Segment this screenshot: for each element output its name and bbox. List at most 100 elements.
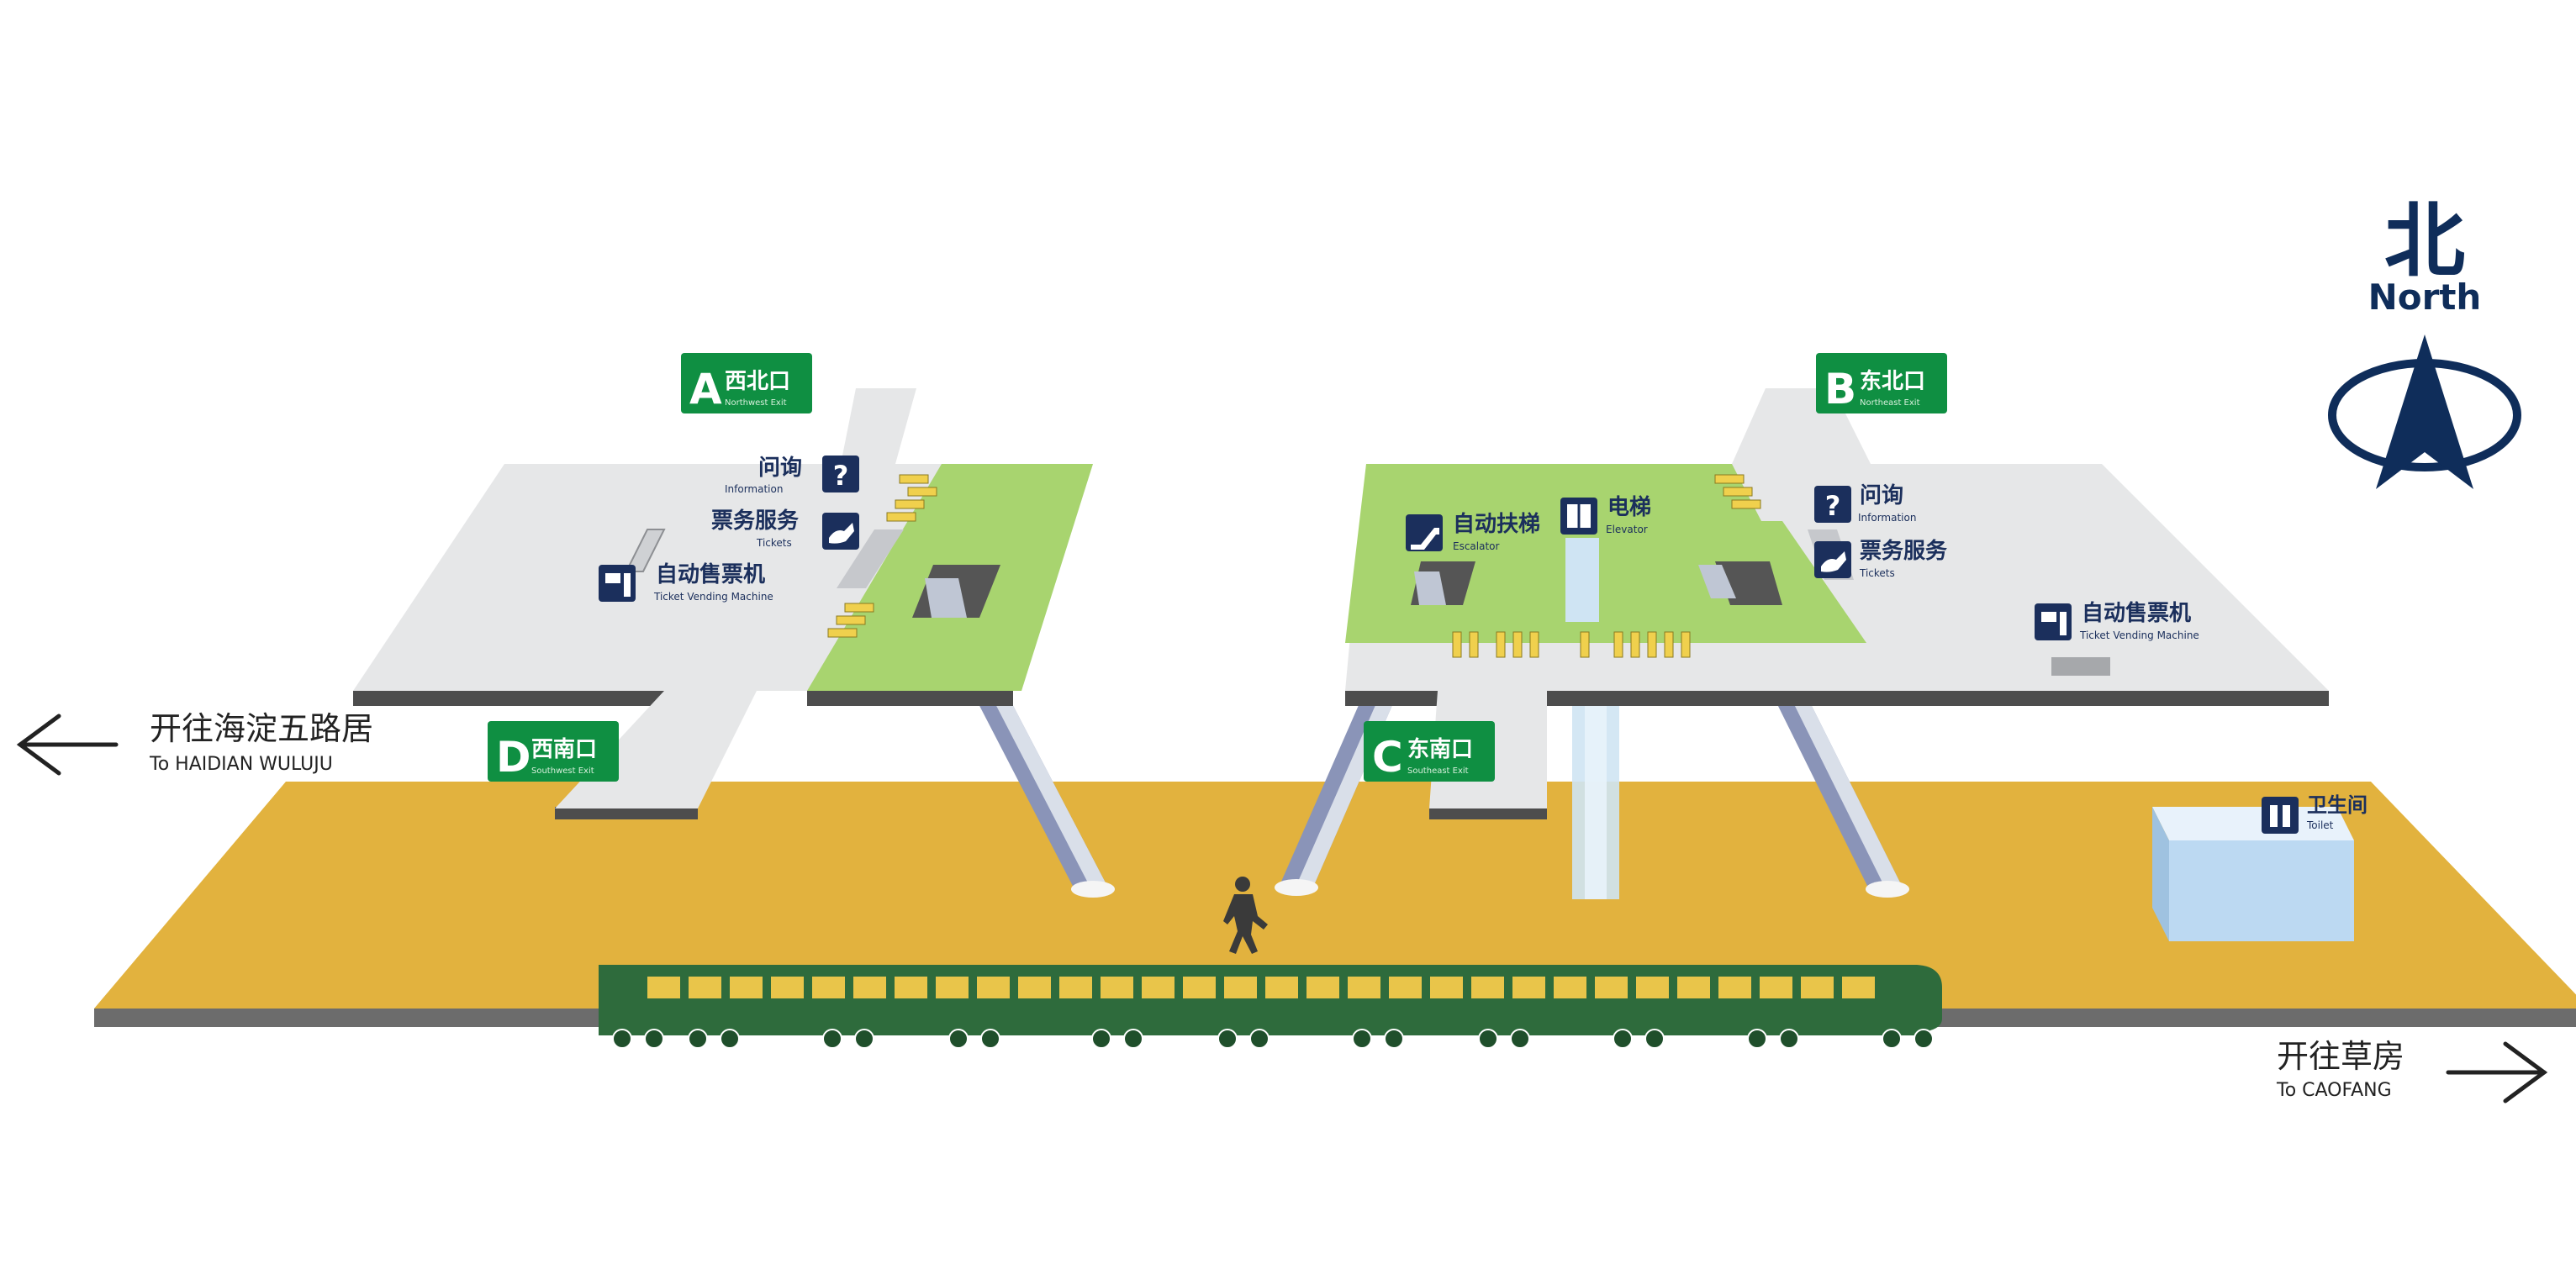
- train-window: [812, 977, 845, 998]
- train-wheel: [854, 1029, 874, 1049]
- train-window: [1306, 977, 1339, 998]
- train-window: [1554, 977, 1586, 998]
- train-window: [689, 977, 721, 998]
- left-tickets-en: Tickets: [756, 537, 792, 549]
- train-window: [1718, 977, 1751, 998]
- escalator-en: Escalator: [1453, 540, 1500, 552]
- direction-right-en: To CAOFANG: [2276, 1080, 2392, 1101]
- train-window: [1760, 977, 1792, 998]
- train-window: [1512, 977, 1545, 998]
- escalator-label: 自动扶梯 Escalator: [1406, 511, 1540, 552]
- train-window: [771, 977, 804, 998]
- train-window: [1595, 977, 1628, 998]
- exit-a-sign[interactable]: A 西北口 Northwest Exit: [681, 353, 812, 413]
- train-wheel: [980, 1029, 1000, 1049]
- ticket-hand-icon: [822, 513, 859, 550]
- compass-cn: 北: [2384, 194, 2465, 288]
- toilet-block: [2152, 807, 2354, 941]
- ticket-machine-icon: [599, 565, 636, 602]
- left-concourse: [353, 388, 1093, 819]
- exit-c-cn: 东南口: [1407, 736, 1473, 762]
- train-windows: [647, 977, 1875, 998]
- direction-right: 开往草房 To CAOFANG: [2276, 1038, 2548, 1103]
- train-wheel: [1384, 1029, 1404, 1049]
- svg-text:?: ?: [833, 460, 849, 492]
- ticket-machine-icon: [2035, 603, 2072, 640]
- train-wheel: [1352, 1029, 1372, 1049]
- train-window: [1183, 977, 1216, 998]
- elevator-cn: 电梯: [1607, 495, 1651, 520]
- svg-text:?: ?: [1825, 490, 1841, 522]
- right-tvm-en: Ticket Vending Machine: [2079, 629, 2199, 641]
- train-window: [1677, 977, 1710, 998]
- exit-c-en: Southeast Exit: [1407, 766, 1469, 776]
- right-tickets-en: Tickets: [1859, 567, 1895, 579]
- left-tvm-label: 自动售票机 Ticket Vending Machine: [599, 561, 773, 603]
- left-tvm-cn: 自动售票机: [656, 561, 765, 587]
- train-window: [1101, 977, 1133, 998]
- train-wheel: [688, 1029, 708, 1049]
- train-wheel: [822, 1029, 842, 1049]
- train-wheel: [1779, 1029, 1799, 1049]
- north-compass: 北 North: [2328, 194, 2521, 489]
- train-window: [1265, 977, 1298, 998]
- train-wheel: [1644, 1029, 1665, 1049]
- right-info-label: ? 问询 Information: [1814, 483, 1916, 524]
- toilet-cn: 卫生间: [2307, 793, 2367, 817]
- exit-d-sign[interactable]: D 西南口 Southwest Exit: [488, 721, 619, 782]
- train-wheel: [1914, 1029, 1934, 1049]
- train-window: [1636, 977, 1669, 998]
- train-wheel: [644, 1029, 664, 1049]
- train-window: [647, 977, 680, 998]
- train-wheel: [1217, 1029, 1238, 1049]
- right-tickets-label: 票务服务 Tickets: [1814, 539, 1947, 579]
- train-window: [853, 977, 886, 998]
- platform-surface: [94, 782, 2576, 1009]
- toilet-label: 卫生间 Toilet: [2262, 793, 2367, 834]
- elevator-en: Elevator: [1606, 524, 1648, 535]
- train-window: [936, 977, 969, 998]
- left-info-en: Information: [725, 483, 783, 495]
- train-wheel: [1747, 1029, 1767, 1049]
- train-wheel: [1613, 1029, 1633, 1049]
- right-faregates: [1452, 474, 1761, 658]
- compass-en: North: [2368, 276, 2482, 318]
- left-info-cn: 问询: [758, 456, 802, 481]
- train-wheel: [1249, 1029, 1270, 1049]
- train-wheel: [1478, 1029, 1498, 1049]
- pedestrian-icon: [1223, 877, 1268, 954]
- exit-c-sign[interactable]: C 东南口 Southeast Exit: [1364, 721, 1495, 782]
- train-window: [1142, 977, 1175, 998]
- exit-b-sign[interactable]: B 东北口 Northeast Exit: [1816, 353, 1947, 413]
- train-window: [1801, 977, 1834, 998]
- train-wheel: [612, 1029, 632, 1049]
- direction-left-en: To HAIDIAN WULUJU: [149, 754, 333, 775]
- exit-c-letter: C: [1372, 733, 1403, 782]
- left-ticket-booth: [837, 529, 904, 588]
- train-window: [1842, 977, 1875, 998]
- train-window: [977, 977, 1010, 998]
- question-icon: ?: [1814, 486, 1851, 523]
- train-window: [730, 977, 763, 998]
- arrow-right-icon: [2446, 1041, 2548, 1103]
- escalator-right: [1774, 698, 1909, 898]
- toilet-en: Toilet: [2306, 819, 2334, 831]
- train-wheel: [1123, 1029, 1143, 1049]
- exit-a-letter: A: [689, 365, 722, 413]
- escalator-icon: [1406, 514, 1443, 551]
- exit-d-cn: 西南口: [531, 737, 597, 762]
- train-window: [1018, 977, 1051, 998]
- train-body: [599, 965, 1942, 1035]
- train-wheel: [1091, 1029, 1111, 1049]
- exit-d-letter: D: [496, 733, 531, 782]
- exit-a-cn: 西北口: [725, 369, 790, 394]
- train-wheel: [1510, 1029, 1530, 1049]
- toilet-icon: [2262, 797, 2299, 834]
- right-info-cn: 问询: [1860, 483, 1903, 508]
- exit-a-en: Northwest Exit: [725, 398, 787, 408]
- train-wheel: [1882, 1029, 1902, 1049]
- train-wheel: [720, 1029, 740, 1049]
- exit-b-cn: 东北口: [1860, 368, 1925, 394]
- right-tickets-cn: 票务服务: [1860, 539, 1947, 564]
- train-window: [1059, 977, 1092, 998]
